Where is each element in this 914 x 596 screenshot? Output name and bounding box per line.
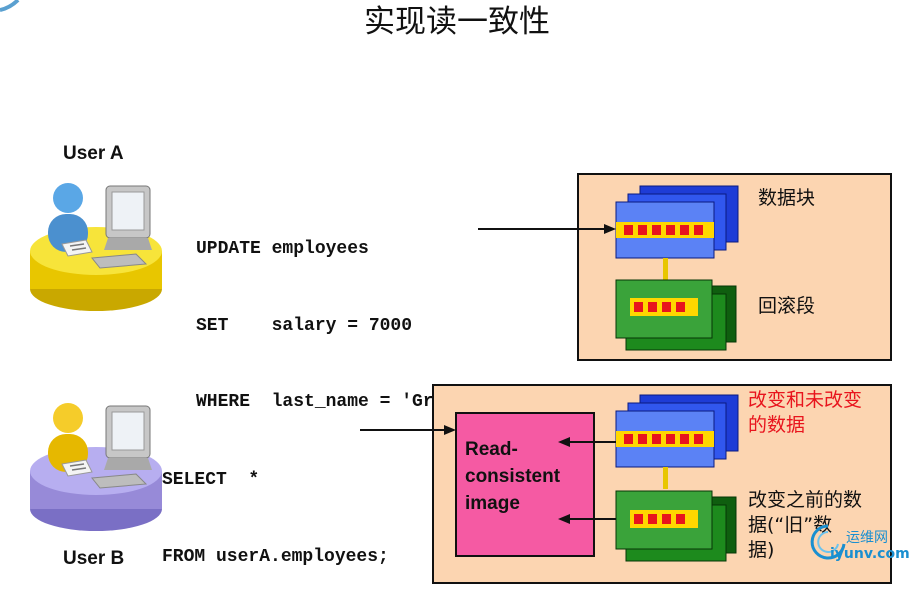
watermark-logo-icon (810, 524, 846, 560)
user-a-label: User A (63, 143, 124, 164)
rc-line: image (465, 493, 520, 514)
read-consistent-image-box: Read- consistent image (455, 412, 595, 557)
panel-a-blocks-graphic (615, 185, 739, 351)
sql-line: SET salary = 7000 (196, 315, 413, 336)
label-line: 改变之前的数 (748, 489, 863, 511)
user-b-workstation-icon (30, 403, 162, 531)
label-line: 的数据 (748, 414, 806, 436)
label-line: 据) (748, 539, 775, 561)
rc-line: Read- (465, 439, 518, 460)
rollback-segment-label: 回滚段 (758, 295, 816, 317)
label-line: 改变和未改变 (748, 389, 863, 411)
label-line: 据(“旧”数 (748, 514, 833, 536)
data-block-label: 数据块 (758, 187, 816, 209)
watermark-cn-text: 运维网 (846, 530, 888, 546)
panel-b-blocks-graphic (615, 394, 739, 562)
rollback-to-image-arrow (558, 514, 616, 524)
user-a-workstation-icon (30, 183, 162, 311)
update-arrow (478, 224, 616, 234)
user-b-sql: SELECT * FROM userA.employees; (162, 417, 389, 596)
corner-arc-decoration (0, 0, 20, 12)
changed-data-label: 改变和未改变 的数据 (748, 388, 862, 438)
user-b-label: User B (63, 548, 125, 569)
rc-line: consistent (465, 466, 561, 487)
sql-line: UPDATE employees (196, 239, 369, 259)
data-to-image-arrow (558, 437, 616, 447)
before-change-data-label: 改变之前的数 据(“旧”数 据) (748, 488, 862, 563)
page-title: 实现读一致性 (364, 4, 550, 40)
sql-line: SELECT * (162, 470, 260, 490)
select-arrow (360, 425, 456, 435)
watermark-url-text: iyunv.com (830, 546, 910, 562)
user-a-sql: UPDATE employees SET salary = 7000 WHERE… (196, 186, 488, 441)
sql-line: FROM userA.employees; (162, 546, 389, 567)
